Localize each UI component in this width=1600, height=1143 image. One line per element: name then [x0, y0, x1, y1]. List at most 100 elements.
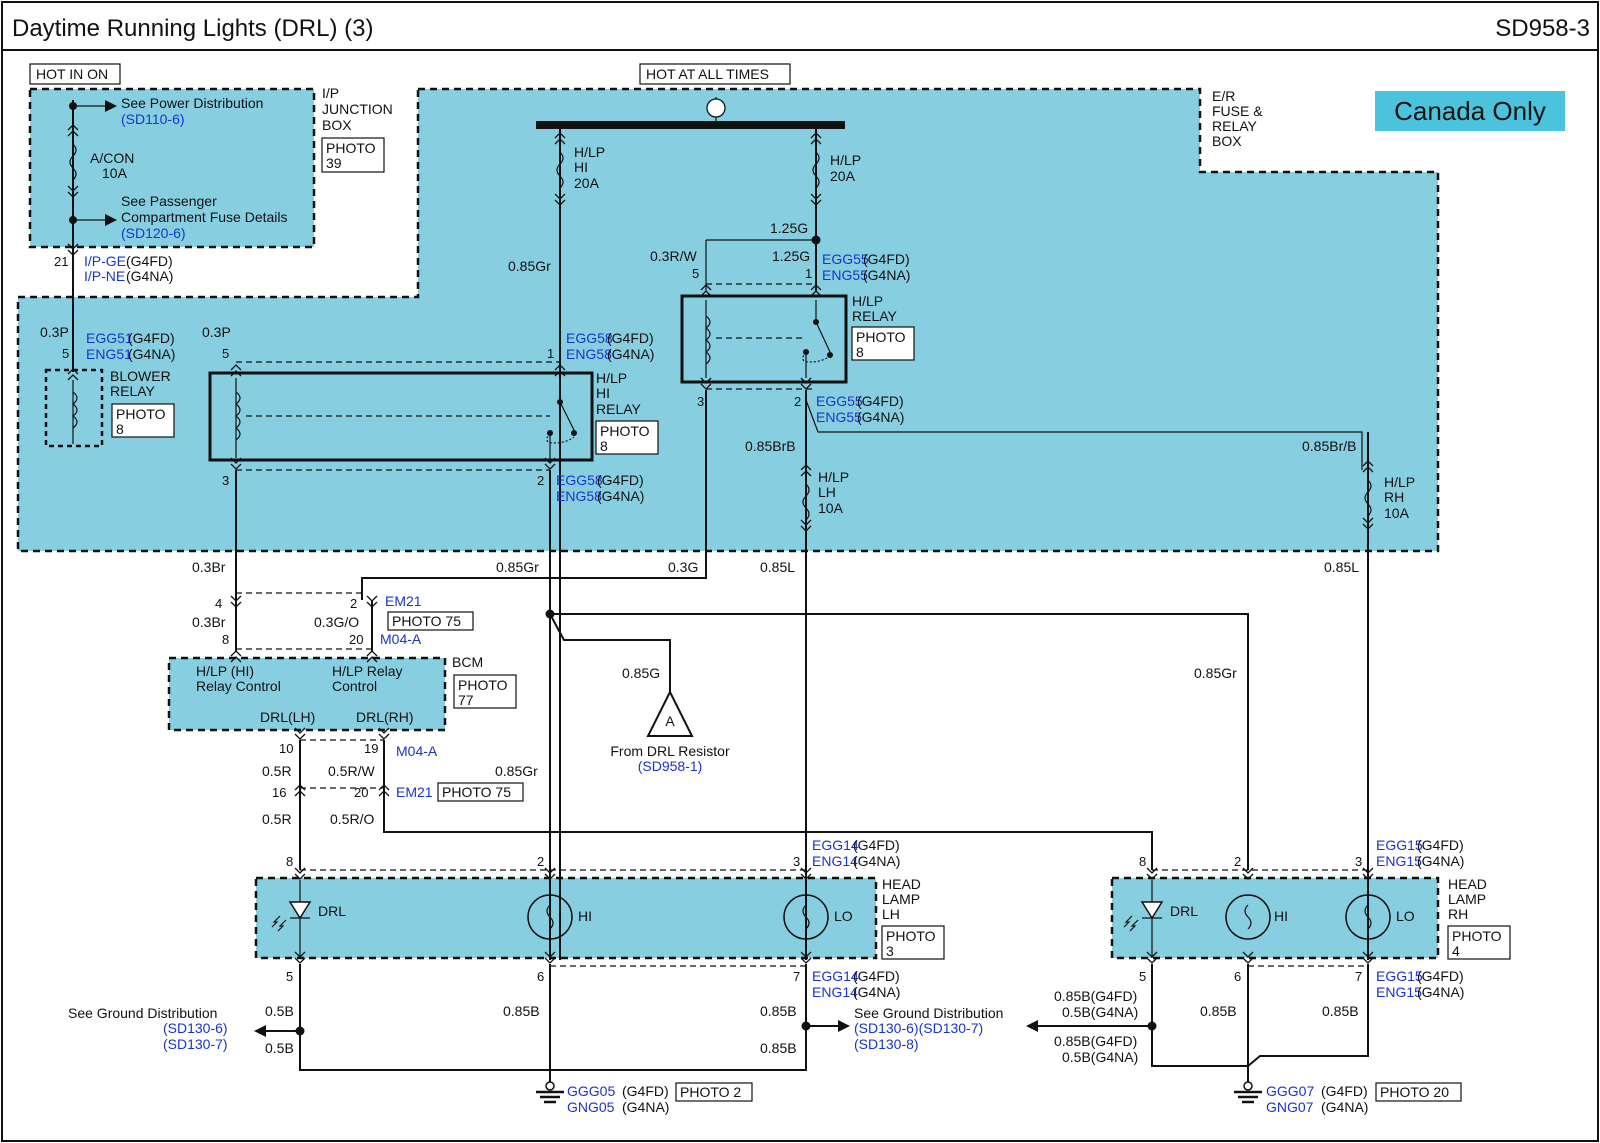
- conn-egg15: EGG15: [1376, 968, 1423, 984]
- pin-label: 2: [794, 394, 801, 409]
- pin-label: 8: [286, 854, 293, 869]
- pin-label: 5: [692, 266, 699, 281]
- ip-box-label-1: I/P: [322, 85, 339, 101]
- conn-g4fd: (G4FD): [128, 330, 175, 346]
- wire-label: 0.3Br: [192, 614, 226, 630]
- wire-085gr-rh: [550, 613, 1249, 870]
- wire-label: 0.5R/O: [330, 811, 374, 827]
- wire-label: 0.5R: [262, 763, 292, 779]
- fuse-icon: [812, 151, 820, 189]
- pin-label: 19: [364, 741, 378, 756]
- pin-label: 1: [805, 266, 812, 281]
- relay-switch-icon: [559, 401, 575, 431]
- conn-egg58: EGG58: [566, 330, 613, 346]
- conn-g4fd: (G4FD): [1321, 1083, 1368, 1099]
- fuse-lh-1: H/LP: [818, 469, 849, 485]
- see-power-label: See Power Distribution: [121, 95, 263, 111]
- pin-label: 3: [1355, 854, 1362, 869]
- conn-ggg05: GGG05: [567, 1083, 615, 1099]
- conn-g4na: (G4NA): [607, 346, 654, 362]
- photo-label: PHOTO: [886, 928, 936, 944]
- relay-arc: [546, 432, 575, 444]
- wire-label: 0.85Gr: [496, 559, 539, 575]
- headlamp-lh-zone: [254, 876, 878, 960]
- ip-box-label-3: BOX: [322, 117, 352, 133]
- bcm-hi-label-1: H/LP (HI): [196, 663, 254, 679]
- pin-label: 5: [286, 969, 293, 984]
- wire-05b-rh: [1151, 964, 1248, 1067]
- photo-number: 8: [116, 421, 124, 437]
- photo-box: [881, 925, 945, 960]
- wire-label: 0.5B: [265, 1040, 294, 1056]
- fuse-hi-1: H/LP: [574, 144, 605, 160]
- lamp-lo-label: LO: [834, 908, 853, 924]
- photo-label: PHOTO 75: [392, 613, 461, 629]
- wire-label: 0.85Gr: [508, 258, 551, 274]
- conn-g4fd: (G4FD): [1417, 837, 1464, 853]
- conn-eng55: ENG55: [816, 409, 862, 425]
- photo-box: [1447, 925, 1511, 960]
- wire-label: 0.3G: [668, 559, 698, 575]
- conn-egg14: EGG14: [812, 837, 859, 853]
- conn-g4na: (G4NA): [1417, 984, 1464, 1000]
- hot-at-all-times-box: [639, 63, 791, 85]
- conn-g4na: (G4NA): [863, 267, 910, 283]
- see-pass-label-1: See Passenger: [121, 193, 217, 209]
- fuse-rh-1: H/LP: [1384, 474, 1415, 490]
- ground-ref: (SD130-6)(SD130-7): [854, 1020, 983, 1036]
- pin-label: 2: [537, 854, 544, 869]
- conn-g4na: (G4NA): [853, 984, 900, 1000]
- wire-label: 0.85B(G4FD): [1054, 1033, 1137, 1049]
- lo-bulb-icon: [1345, 894, 1391, 940]
- resistor-letter: A: [665, 713, 675, 729]
- conn-egg55: EGG55: [822, 251, 869, 267]
- photo-number: 39: [326, 155, 342, 171]
- lamp-rh-label-2: LAMP: [1448, 891, 1486, 907]
- resistor-from-label: From DRL Resistor: [610, 743, 730, 759]
- pin-label: 5: [222, 346, 229, 361]
- conn-ipge: I/P-GE: [84, 253, 126, 269]
- conn-m04a: M04-A: [396, 743, 438, 759]
- hi-bulb-icon: [1225, 894, 1271, 940]
- wire-label: 1.25G: [772, 248, 810, 264]
- pin-label: 10: [279, 741, 293, 756]
- hlp-relay: [680, 294, 848, 384]
- ground-terminal: [545, 1081, 555, 1091]
- er-box-label-4: BOX: [1212, 133, 1242, 149]
- conn-egg14: EGG14: [812, 968, 859, 984]
- acon-label: A/CON: [90, 150, 134, 166]
- lamp-lh-label-1: HEAD: [882, 876, 921, 892]
- wire-03g: [361, 390, 707, 600]
- conn-em21: EM21: [396, 784, 433, 800]
- lamp-drl-label: DRL: [318, 903, 346, 919]
- conn-eng15: ENG15: [1376, 853, 1422, 869]
- light-rays-icon: [1123, 915, 1139, 932]
- conn-g4fd: (G4FD): [863, 251, 910, 267]
- hot-in-on-box: [29, 63, 121, 85]
- arrow-right-icon: [105, 214, 117, 226]
- pin-label: 20: [349, 632, 363, 647]
- wire-label: 0.85B: [760, 1040, 797, 1056]
- conn-eng58: ENG58: [556, 488, 602, 504]
- photo-label: PHOTO 75: [442, 784, 511, 800]
- wire-label: 0.85G: [622, 665, 660, 681]
- canada-badge: [1375, 91, 1565, 131]
- conn-g4fd: (G4FD): [1417, 968, 1464, 984]
- fuse-main-1: H/LP: [830, 152, 861, 168]
- fuse-icon: [1364, 479, 1372, 517]
- photo-box: [321, 137, 385, 173]
- photo-label: PHOTO 2: [680, 1084, 741, 1100]
- conn-egg15: EGG15: [1376, 837, 1423, 853]
- photo-number: 77: [458, 692, 474, 708]
- arrow-right-icon: [105, 100, 117, 112]
- relay-coil-icon: [235, 391, 241, 441]
- wire-label: 0.85B: [760, 1003, 797, 1019]
- photo-number: 4: [1452, 943, 1460, 959]
- wire-085g: [549, 613, 671, 692]
- conn-eng15: ENG15: [1376, 984, 1422, 1000]
- wire-05ro: [383, 740, 1153, 870]
- wire-label: 0.3G/O: [314, 614, 359, 630]
- photo-box: [595, 420, 659, 455]
- photo-number: 8: [856, 344, 864, 360]
- wire-label: 0.5B(G4NA): [1062, 1004, 1138, 1020]
